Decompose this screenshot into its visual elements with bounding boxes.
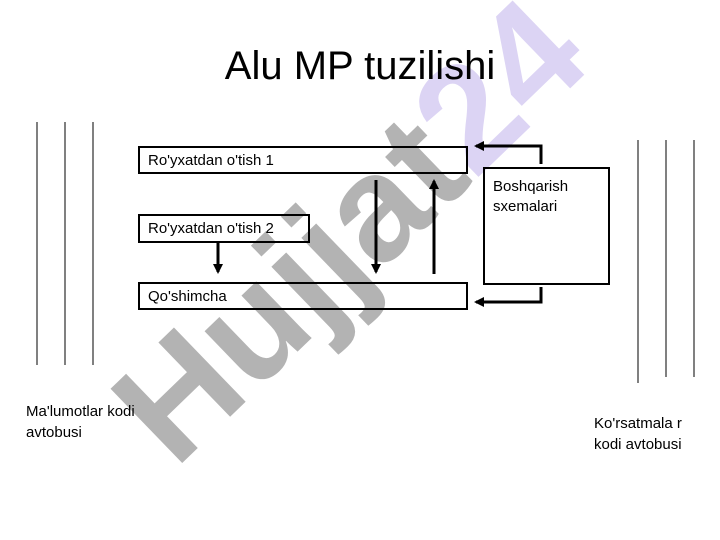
- instruction-bus-label: Ko'rsatmala r kodi avtobusi: [594, 415, 682, 453]
- arrow-control-to-extra: [474, 287, 543, 307]
- register-2-box: Ro'yxatdan o'tish 2: [138, 214, 310, 243]
- arrow-control-to-register1: [474, 141, 543, 164]
- control-box: Boshqarish sxemalari: [483, 167, 610, 285]
- data-bus-label: Ma'lumotlar kodi avtobusi: [26, 403, 135, 441]
- slide-title: Alu MP tuzilishi: [224, 44, 496, 88]
- register-1-box: Ro'yxatdan o'tish 1: [138, 146, 468, 174]
- extra-box: Qo'shimcha: [138, 282, 468, 310]
